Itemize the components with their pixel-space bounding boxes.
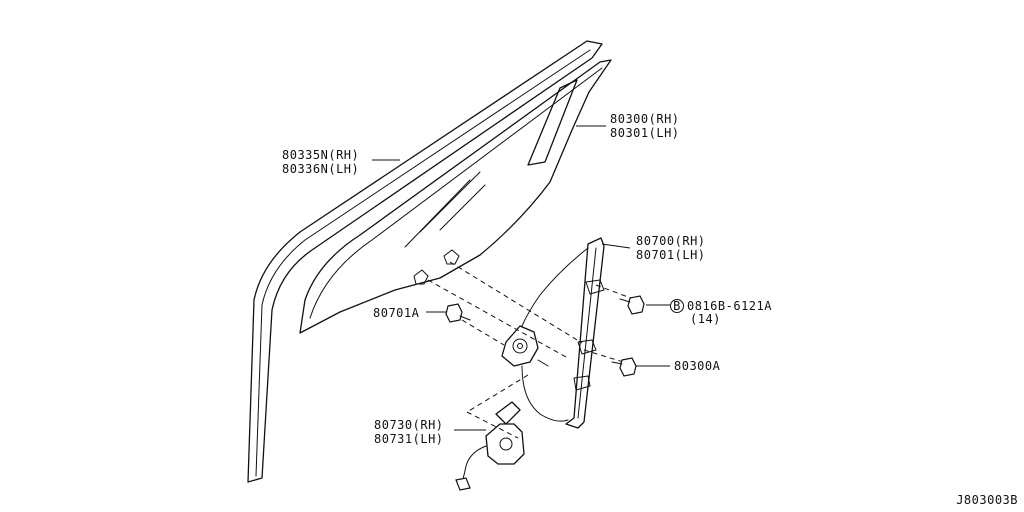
regulator-motor bbox=[455, 401, 525, 491]
label-80301-lh: 80301(LH) bbox=[610, 126, 680, 140]
label-80300-rh: 80300(RH) bbox=[610, 112, 680, 126]
label-80701a: 80701A bbox=[373, 306, 420, 320]
label-80335n-rh: 80335N(RH) bbox=[282, 148, 359, 162]
label-80336n-lh: 80336N(LH) bbox=[282, 162, 359, 176]
bolt-marker-letter: B bbox=[673, 299, 681, 313]
label-80300a: 80300A bbox=[674, 359, 721, 373]
leader-lines bbox=[372, 125, 670, 431]
label-bolt-quantity: (14) bbox=[690, 312, 721, 326]
bolt-0816b-6121a bbox=[619, 295, 645, 315]
door-glass bbox=[299, 59, 612, 334]
assembly-guide-lines bbox=[427, 261, 637, 439]
glass-run-molding bbox=[247, 40, 603, 483]
window-regulator bbox=[501, 237, 605, 429]
bolt-80300a bbox=[611, 357, 637, 377]
label-80701-lh: 80701(LH) bbox=[636, 248, 706, 262]
label-0816b-6121a: 0816B-6121A bbox=[687, 299, 772, 313]
diagram-code: J803003B bbox=[956, 493, 1018, 507]
label-80731-lh: 80731(LH) bbox=[374, 432, 444, 446]
label-80730-rh: 80730(RH) bbox=[374, 418, 444, 432]
bolt-80701a bbox=[445, 303, 471, 323]
label-80700-rh: 80700(RH) bbox=[636, 234, 706, 248]
bolt-marker-b: B bbox=[670, 299, 684, 313]
